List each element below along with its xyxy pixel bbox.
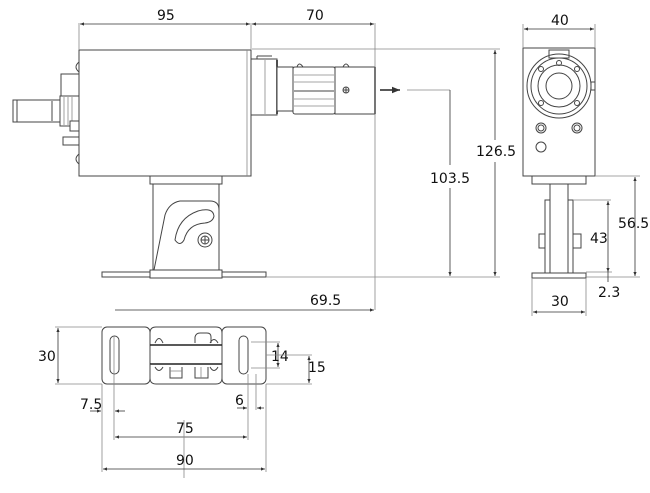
- dim-base-thickness: 2.3: [598, 285, 620, 301]
- lens-assembly: [250, 55, 376, 116]
- dim-optical-axis-height: 103.5: [430, 171, 470, 187]
- rear-connector: [12, 61, 80, 165]
- dim-body-length: 95: [157, 8, 175, 24]
- dim-slot-center-to-edge: 15: [308, 360, 326, 376]
- mount-slot-left: [109, 335, 120, 375]
- bottom-view: [101, 326, 267, 385]
- dim-overall-height: 126.5: [476, 144, 516, 160]
- bottom-view-dimensions: 30 14 15 7.5 6 75 90: [38, 326, 326, 478]
- tilt-bracket: [101, 175, 267, 279]
- dim-base-to-lens-end: 69.5: [310, 293, 341, 309]
- camera-body: [78, 49, 252, 177]
- front-body: [522, 47, 596, 177]
- dim-base-depth: 30: [38, 349, 56, 365]
- dim-lens-length: 70: [306, 8, 324, 24]
- dim-base-length: 90: [176, 453, 194, 469]
- side-view-dimensions: 95 70 126.5 103.5 69.5: [78, 8, 516, 312]
- front-view: [522, 47, 596, 279]
- dim-slot-length: 14: [271, 349, 289, 365]
- mount-slot-right: [238, 335, 249, 375]
- dim-base-width: 30: [551, 294, 569, 310]
- front-view-dimensions: 40 56.5 43 2.3 30: [522, 13, 649, 316]
- dim-bracket-height: 56.5: [618, 216, 649, 232]
- dim-front-width: 40: [551, 13, 569, 29]
- dim-pivot-height: 43: [590, 231, 608, 247]
- side-view: [12, 49, 376, 279]
- dim-slot-width: 6: [235, 393, 244, 409]
- dim-edge-to-slot: 7.5: [80, 397, 102, 413]
- dim-slot-spacing: 75: [176, 421, 194, 437]
